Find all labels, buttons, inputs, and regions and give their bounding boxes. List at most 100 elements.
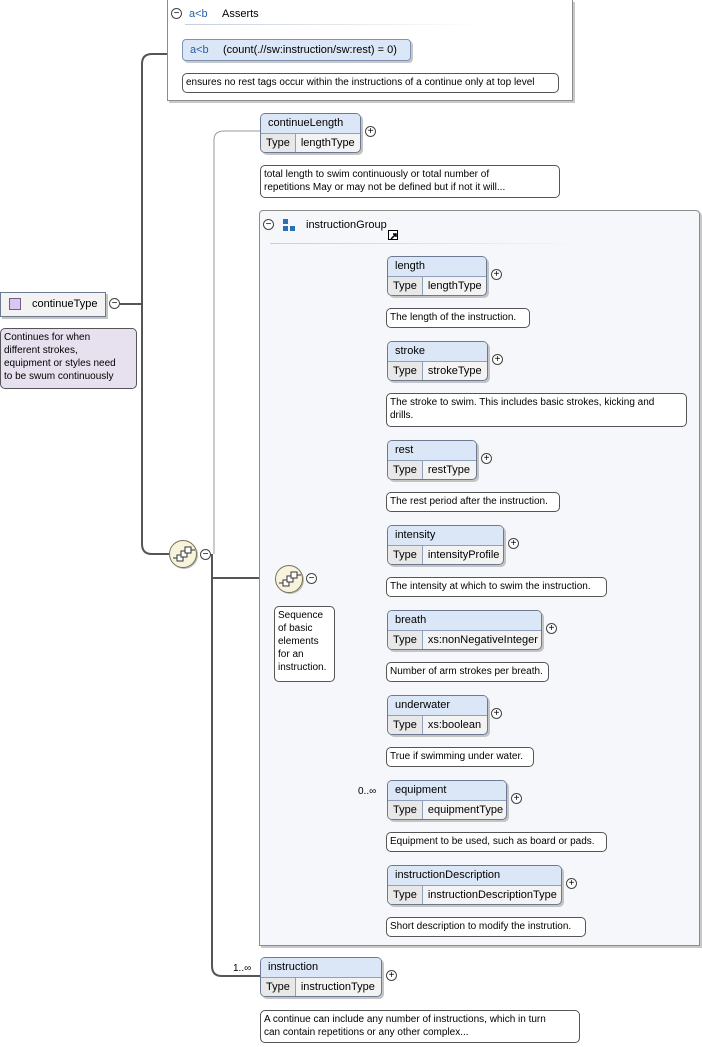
sequence-compositor-outer[interactable] xyxy=(169,540,197,568)
underwater-expand-toggle[interactable]: + xyxy=(491,708,502,719)
assert-test[interactable]: a<b (count(.//sw:instruction/sw:rest) = … xyxy=(182,39,411,61)
element-rest[interactable]: rest Type restType xyxy=(387,440,477,480)
element-name: intensity xyxy=(388,526,503,546)
type-value: intensityProfile xyxy=(427,549,500,561)
type-value: instructionDescriptionType xyxy=(427,889,557,901)
element-instruction[interactable]: instruction Type instructionType xyxy=(260,957,382,997)
continue-length-expand-toggle[interactable]: + xyxy=(365,126,376,137)
element-underwater[interactable]: underwater Type xs:boolean xyxy=(387,695,488,735)
type-value: strokeType xyxy=(427,365,482,377)
equipment-documentation: Equipment to be used, such as board or p… xyxy=(386,832,607,852)
element-name: underwater xyxy=(388,696,487,716)
doc-line: The intensity at which to swim the instr… xyxy=(390,581,591,592)
instruction-description-expand-toggle[interactable]: + xyxy=(566,878,577,889)
element-name: breath xyxy=(388,611,541,631)
type-label: Type xyxy=(261,134,296,152)
length-documentation: The length of the instruction. xyxy=(386,308,530,328)
type-value: instructionType xyxy=(300,981,375,993)
element-name: instruction xyxy=(261,958,381,978)
continue-type-node[interactable]: continueType xyxy=(0,292,106,317)
equipment-cardinality: 0..∞ xyxy=(358,786,377,797)
type-label: Type xyxy=(388,716,423,734)
asserts-title: Asserts xyxy=(222,8,259,20)
element-name: continueLength xyxy=(261,114,360,134)
rest-expand-toggle[interactable]: + xyxy=(481,453,492,464)
doc-line: A continue can include any number of ins… xyxy=(264,1014,546,1025)
doc-line: The rest period after the instruction. xyxy=(390,496,548,507)
rest-documentation: The rest period after the instruction. xyxy=(386,492,560,512)
assert-expression: (count(.//sw:instruction/sw:rest) = 0) xyxy=(223,44,397,56)
doc-line: The stroke to swim. This includes basic … xyxy=(390,397,655,408)
doc-line: repetitions May or may not be defined bu… xyxy=(264,182,506,193)
type-label: Type xyxy=(388,886,423,904)
group-collapse-toggle[interactable]: − xyxy=(263,219,274,230)
intensity-expand-toggle[interactable]: + xyxy=(508,538,519,549)
element-name: length xyxy=(388,257,486,277)
asserts-divider xyxy=(185,24,485,25)
sequence-inner-toggle[interactable]: − xyxy=(306,573,317,584)
doc-line: elements xyxy=(278,636,319,647)
doc-line: Continues for when xyxy=(4,332,91,343)
doc-line: Sequence xyxy=(278,610,324,621)
sequence-outer-toggle[interactable]: − xyxy=(200,549,211,560)
sequence-compositor-inner[interactable] xyxy=(275,565,303,593)
element-name: instructionDescription xyxy=(388,866,561,886)
doc-line: can contain repetitions or any other com… xyxy=(264,1027,469,1038)
type-label: Type xyxy=(261,978,296,996)
doc-line: drills. xyxy=(390,410,414,421)
type-label: Type xyxy=(388,277,423,295)
type-value: lengthType xyxy=(300,137,355,149)
asserts-ab-icon: a<b xyxy=(189,8,208,20)
length-expand-toggle[interactable]: + xyxy=(491,269,502,280)
doc-line: equipment or styles need xyxy=(4,358,116,369)
breath-documentation: Number of arm strokes per breath. xyxy=(386,662,549,682)
continue-length-documentation: total length to swim continuously or tot… xyxy=(260,165,560,198)
doc-line: to be swum continuously xyxy=(4,371,114,382)
element-instruction-description[interactable]: instructionDescription Type instructionDe… xyxy=(387,865,562,905)
group-icon xyxy=(283,219,295,231)
continue-type-name: continueType xyxy=(32,298,98,310)
continue-type-toggle[interactable]: − xyxy=(109,298,120,309)
doc-line: of basic xyxy=(278,623,313,634)
type-label: Type xyxy=(388,362,423,380)
breath-expand-toggle[interactable]: + xyxy=(546,623,557,634)
intensity-documentation: The intensity at which to swim the instr… xyxy=(386,577,607,597)
element-equipment[interactable]: equipment Type equipmentType xyxy=(387,780,507,820)
element-name: stroke xyxy=(388,342,487,362)
type-value: equipmentType xyxy=(427,804,504,816)
sequence-icon xyxy=(279,571,301,587)
doc-line: instruction. xyxy=(278,662,327,673)
asserts-collapse-toggle[interactable]: − xyxy=(171,8,182,19)
type-label: Type xyxy=(388,461,423,479)
instruction-cardinality: 1..∞ xyxy=(233,963,252,974)
equipment-expand-toggle[interactable]: + xyxy=(511,793,522,804)
element-name: equipment xyxy=(388,781,506,801)
assert-ab-icon: a<b xyxy=(190,44,209,56)
doc-line: Short description to modify the instruti… xyxy=(390,921,572,932)
doc-line: Number of arm strokes per breath. xyxy=(390,666,543,677)
element-continue-length[interactable]: continueLength Type lengthType xyxy=(260,113,361,153)
group-reference-link-icon[interactable] xyxy=(388,230,398,240)
doc-line: total length to swim continuously or tot… xyxy=(264,169,490,180)
doc-line: Equipment to be used, such as board or p… xyxy=(390,836,595,847)
underwater-documentation: True if swimming under water. xyxy=(386,747,534,767)
type-label: Type xyxy=(388,546,423,564)
type-value: xs:boolean xyxy=(427,719,482,731)
element-intensity[interactable]: intensity Type intensityProfile xyxy=(387,525,504,565)
element-name: rest xyxy=(388,441,476,461)
sequence-icon xyxy=(173,546,195,562)
continue-type-documentation: Continues for when different strokes, eq… xyxy=(0,328,137,389)
stroke-expand-toggle[interactable]: + xyxy=(492,354,503,365)
stroke-documentation: The stroke to swim. This includes basic … xyxy=(386,393,687,427)
doc-line: True if swimming under water. xyxy=(390,751,524,762)
instruction-expand-toggle[interactable]: + xyxy=(386,970,397,981)
group-name: instructionGroup xyxy=(306,219,387,231)
element-stroke[interactable]: stroke Type strokeType xyxy=(387,341,488,381)
doc-line: The length of the instruction. xyxy=(390,312,517,323)
instruction-documentation: A continue can include any number of ins… xyxy=(260,1010,580,1043)
type-label: Type xyxy=(388,801,423,819)
sequence-documentation: Sequence of basic elements for an instru… xyxy=(274,606,335,682)
type-value: restType xyxy=(427,464,471,476)
